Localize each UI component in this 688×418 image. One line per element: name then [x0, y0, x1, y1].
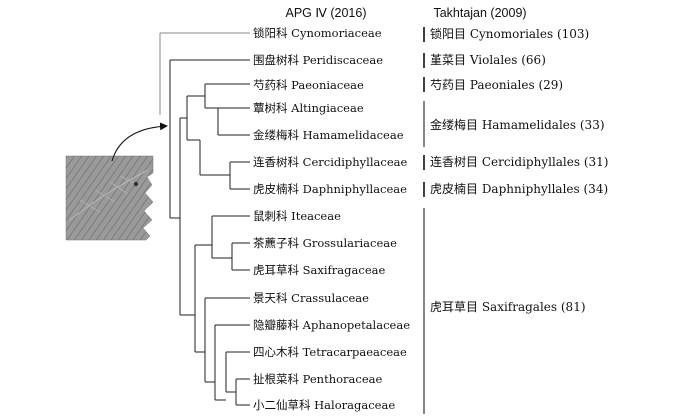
taxon-label: 锁阳科 Cynomoriaceae: [253, 26, 382, 40]
apg-header: APG Ⅳ (2016): [285, 6, 366, 20]
taxon-label: 金缕梅科 Hamamelidaceae: [253, 128, 404, 142]
taxon-label: 四心木科 Tetracarpaeaceae: [253, 345, 407, 359]
order-label: 锁阳目 Cynomoriales (103): [430, 26, 589, 41]
order-label: 虎皮楠目 Daphniphyllales (34): [430, 181, 608, 196]
takhtajan-header: Takhtajan (2009): [433, 6, 526, 20]
order-label: 连香树目 Cercidiphyllales (31): [430, 154, 608, 169]
leaf-photo: [65, 155, 154, 241]
taxon-label: 扯根菜科 Penthoraceae: [253, 372, 382, 386]
taxon-label: 隐瓣藤科 Aphanopetalaceae: [253, 318, 410, 332]
order-labels: 锁阳目 Cynomoriales (103) 堇菜目 Violales (66)…: [430, 26, 608, 314]
taxon-label: 虎耳草科 Saxifragaceae: [253, 263, 385, 277]
taxon-label: 鼠刺科 Iteaceae: [253, 209, 341, 223]
taxon-label: 虎皮楠科 Daphniphyllaceae: [253, 182, 407, 196]
branch-outgroup: [159, 32, 250, 115]
order-label: 金缕梅目 Hamamelidales (33): [430, 117, 605, 132]
taxon-label: 连香树科 Cercidiphyllaceae: [253, 155, 407, 169]
pointer-arrow: [111, 122, 168, 162]
order-label: 虎耳草目 Saxifragales (81): [430, 300, 586, 314]
order-label: 堇菜目 Violales (66): [430, 53, 546, 67]
order-label: 芍药目 Paeoniales (29): [430, 78, 563, 92]
tree-branches: [159, 32, 250, 406]
taxon-labels: 锁阳科 Cynomoriaceae 围盘树科 Peridiscaceae 芍药科…: [253, 26, 410, 412]
taxon-label: 围盘树科 Peridiscaceae: [253, 53, 383, 67]
taxon-label: 茶藨子科 Grossulariaceae: [253, 236, 397, 250]
taxon-label: 小二仙草科 Haloragaceae: [253, 398, 395, 412]
taxon-label: 景天科 Crassulaceae: [253, 291, 369, 305]
taxon-label: 芍药科 Paeoniaceae: [253, 78, 364, 92]
taxon-label: 蕈树科 Altingiaceae: [253, 101, 364, 115]
